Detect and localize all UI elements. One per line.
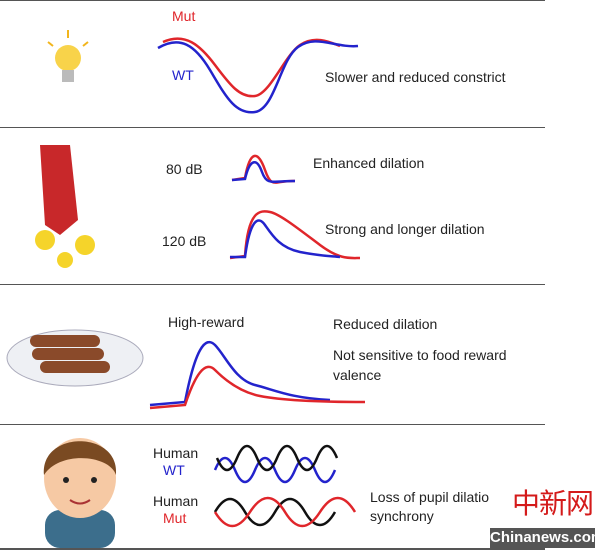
red-wave <box>213 496 357 528</box>
watermark-site: Chinanews.com <box>490 528 600 548</box>
mut-120db-curve <box>229 210 361 260</box>
divider <box>0 548 545 550</box>
divider <box>0 127 545 128</box>
sausage-plate-icon <box>6 329 144 387</box>
wt-label: WT <box>172 67 194 83</box>
80db-result: Enhanced dilation <box>313 155 425 171</box>
human-wt-label: Human <box>153 445 199 461</box>
wt-food-curve <box>149 340 331 407</box>
sync-result-2: synchrony <box>370 508 434 524</box>
mut-food-curve <box>149 365 366 410</box>
divider <box>0 424 545 425</box>
wt-80db-curve <box>231 161 296 184</box>
human-face-icon <box>43 438 117 548</box>
firecracker-icon <box>35 145 95 268</box>
constriction-result: Slower and reduced constrict <box>325 69 506 85</box>
divider <box>0 284 545 285</box>
human-mut-label: Human <box>153 493 199 509</box>
food-result-2: Not sensitive to food reward <box>333 347 507 363</box>
blue-wave <box>213 456 337 484</box>
food-result-1: Reduced dilation <box>333 316 438 332</box>
mut-label: Mut <box>172 8 196 24</box>
light-bulb-icon <box>47 30 89 82</box>
mut-tag: Mut <box>163 510 187 526</box>
mut-constriction-curve <box>162 37 341 98</box>
divider <box>0 0 545 1</box>
wt-tag: WT <box>163 462 185 478</box>
sync-result-1: Loss of pupil dilatio <box>370 489 490 505</box>
wt-120db-curve <box>230 219 341 259</box>
watermark-logo: 中新网 <box>512 487 594 520</box>
120db-label: 120 dB <box>162 233 207 249</box>
120db-result: Strong and longer dilation <box>325 221 485 237</box>
80db-label: 80 dB <box>166 161 203 177</box>
black-wave-wt <box>215 444 339 472</box>
high-reward-label: High-reward <box>168 314 245 330</box>
food-result-2b: valence <box>333 367 382 383</box>
wt-constriction-curve <box>157 40 359 114</box>
black-wave-mut <box>213 497 337 527</box>
